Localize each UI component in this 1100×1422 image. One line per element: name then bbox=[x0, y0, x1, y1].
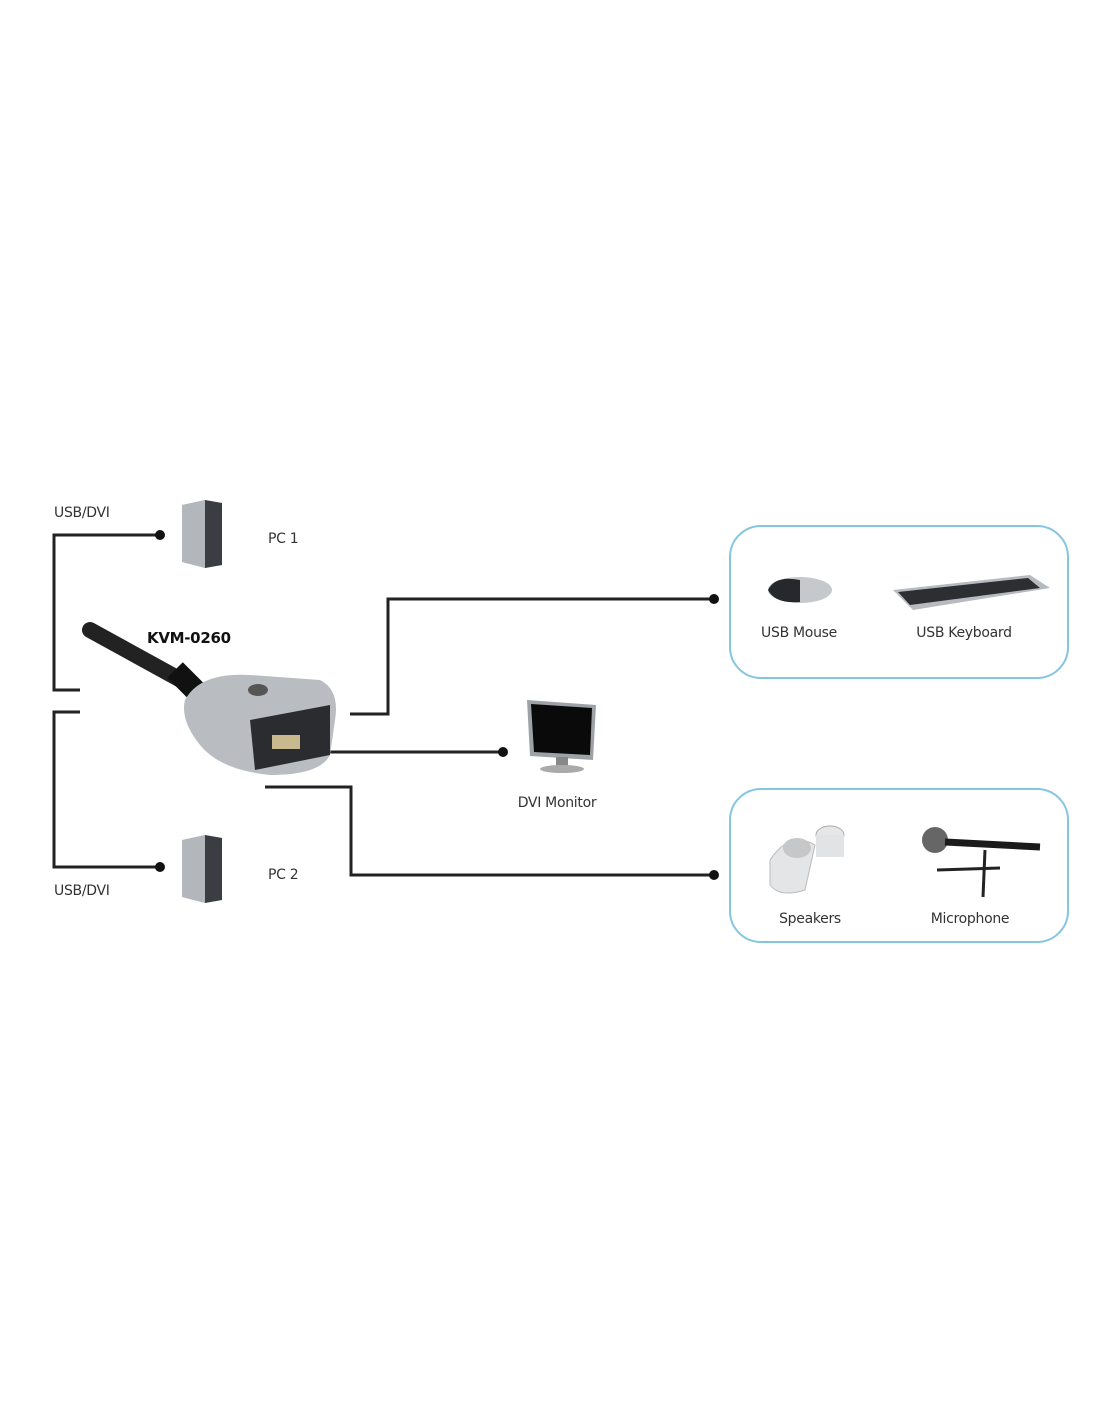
pc2-dot bbox=[155, 862, 165, 872]
pc2-connection-label: USB/DVI bbox=[54, 883, 110, 899]
input-devices-group bbox=[729, 525, 1069, 679]
speakers-label: Speakers bbox=[779, 911, 841, 927]
pc1-connection-label: USB/DVI bbox=[54, 505, 110, 521]
keyboard-label: USB Keyboard bbox=[916, 625, 1012, 641]
monitor-label: DVI Monitor bbox=[517, 795, 597, 811]
audio-devices-group bbox=[729, 788, 1069, 943]
microphone-label: Microphone bbox=[930, 911, 1010, 927]
mouse-icon bbox=[768, 577, 832, 603]
monitor-dot bbox=[498, 747, 508, 757]
pc1-label: PC 1 bbox=[268, 531, 299, 547]
pc1-link bbox=[52, 533, 160, 692]
audio-link bbox=[265, 785, 714, 877]
pc1-dot bbox=[155, 530, 165, 540]
pc2-link bbox=[52, 710, 160, 869]
pc1-tower-icon bbox=[182, 500, 222, 568]
microphone-icon bbox=[922, 827, 1041, 898]
input-link bbox=[350, 597, 714, 716]
speakers-icon bbox=[769, 825, 845, 894]
input-dot bbox=[709, 594, 719, 604]
keyboard-icon bbox=[893, 575, 1050, 610]
mouse-label: USB Mouse bbox=[761, 625, 837, 641]
pc2-tower-icon bbox=[182, 835, 222, 903]
kvm-switch-icon bbox=[82, 622, 336, 775]
pc2-label: PC 2 bbox=[268, 867, 299, 883]
kvm-model-label: KVM-0260 bbox=[147, 629, 231, 647]
audio-dot bbox=[709, 870, 719, 880]
monitor-icon bbox=[527, 700, 596, 773]
